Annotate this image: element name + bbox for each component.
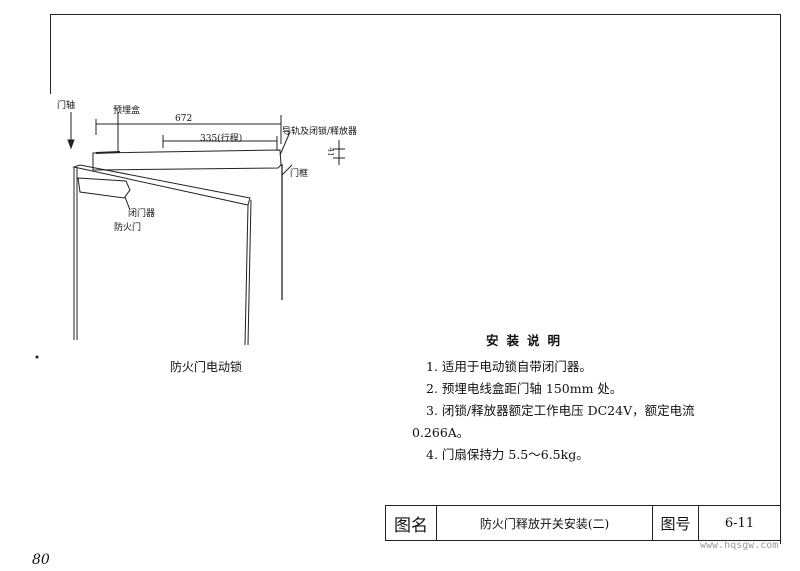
frame-top-border <box>50 14 780 15</box>
door-right-edge <box>244 204 249 346</box>
title-block-number: 6-11 <box>724 515 755 531</box>
note-item: 1. 适用于电动锁自带闭门器。 <box>426 359 592 374</box>
label-dim-335: 335(行程) <box>200 134 243 144</box>
door-closer <box>77 177 131 199</box>
note-item: 3. 闭锁/释放器额定工作电压 DC24V，额定电流 <box>426 403 695 418</box>
embedded-box-top <box>95 151 121 154</box>
door-top-edge <box>72 164 251 206</box>
door-axis-arrowhead <box>67 139 75 150</box>
rail-box <box>92 149 282 171</box>
scan-dot <box>35 355 39 359</box>
label-dim-41: 41 <box>326 147 335 157</box>
notes-title: 安装说明 <box>485 333 568 348</box>
door-right-edge-inner <box>247 199 252 346</box>
label-rail-release: 导轨及闭锁/释放器 <box>282 127 358 137</box>
frame-right-border <box>780 14 781 544</box>
note-item: 4. 门扇保持力 5.5～6.5kg。 <box>426 447 589 462</box>
label-fire-door: 防火门 <box>114 223 142 233</box>
rail-leader <box>279 131 291 156</box>
page-number: 80 <box>32 552 50 568</box>
door-frame-leader <box>281 164 293 176</box>
title-block-name-label: 图名 <box>385 506 437 540</box>
installation-notes: 安装说明 1. 适用于电动锁自带闭门器。 2. 预埋电线盒距门轴 150mm 处… <box>412 330 782 466</box>
title-block: 图名 防火门释放开关安装(二) 图号 6-11 <box>385 505 780 541</box>
door-closer-leader <box>124 196 131 211</box>
watermark-text: www.hqsgw.com <box>700 540 779 551</box>
label-embedded-box: 预埋盒 <box>113 106 141 116</box>
note-item-continued: 0.266A。 <box>412 425 470 440</box>
frame-left-border <box>50 14 51 94</box>
title-block-number-label: 图号 <box>653 506 699 540</box>
drawing-caption: 防火门电动锁 <box>170 360 243 374</box>
title-block-title: 防火门释放开关安装(二) <box>437 506 653 540</box>
label-door-frame: 门框 <box>290 169 309 179</box>
note-item: 2. 预埋电线盒距门轴 150mm 处。 <box>426 381 623 396</box>
label-door-axis: 门轴 <box>57 101 76 111</box>
label-dim-672: 672 <box>175 114 193 124</box>
label-door-closer: 闭门器 <box>128 209 156 219</box>
